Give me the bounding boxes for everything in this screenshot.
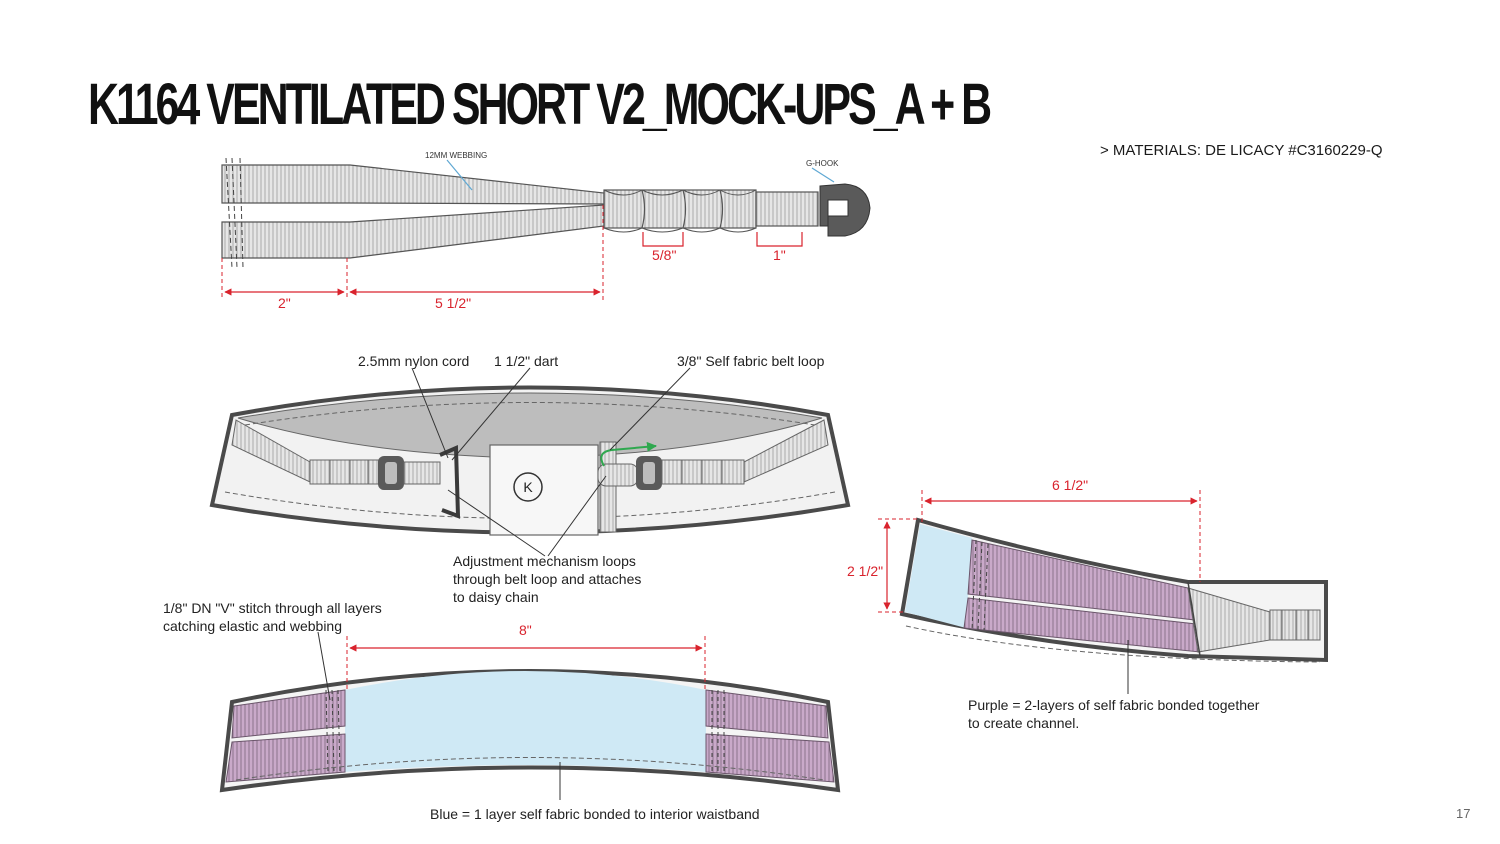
materials-note: > MATERIALS: DE LICACY #C3160229-Q [1100, 142, 1383, 159]
waistband-front: K 2.5mm nylon cord 1 1/2" dart 3/8" Self… [209, 353, 851, 605]
purple-note-line2: to create channel. [968, 715, 1079, 731]
webbing-upper-leg [221, 164, 605, 205]
belt-loop-label: 3/8" Self fabric belt loop [677, 353, 825, 369]
purple-note-line1: Purple = 2-layers of self fabric bonded … [968, 697, 1260, 713]
stitch-note-line2: catching elastic and webbing [163, 618, 342, 634]
slide-title: K1164 VENTILATED SHORT V2_MOCK-UPS_A + B [88, 72, 992, 137]
page-number: 17 [1456, 806, 1471, 821]
dim-side-height: 2 1/2" [847, 563, 883, 579]
center-panel [489, 444, 599, 536]
purple-layer-right [705, 689, 829, 739]
strap-end [755, 191, 819, 227]
dim-left: 2" [278, 295, 291, 311]
g-hook-shape [819, 183, 871, 237]
daisy-chain [603, 189, 757, 229]
dim-interior-width: 8" [519, 622, 532, 638]
strap-diagram: 12MM WEBBING G-HOOK 5/8" 1" 2" 5 1/2" [221, 151, 871, 311]
waistband-interior: 8" 1/8" DN "V" stitch through all layers… [163, 600, 841, 822]
dim-taper: 5 1/2" [435, 295, 471, 311]
dart-label: 1 1/2" dart [494, 353, 558, 369]
logo-badge [513, 472, 543, 502]
cord-label: 2.5mm nylon cord [358, 353, 469, 369]
mechanism-note-line1: Adjustment mechanism loops [453, 553, 636, 569]
dim-loop: 5/8" [652, 247, 676, 263]
g-hook-label: G-HOOK [806, 159, 839, 168]
blue-layer [345, 671, 706, 772]
dim-end: 1" [773, 247, 786, 263]
waistband-side: 6 1/2" 2 1/2" Purple = 2-layers of self … [847, 477, 1328, 731]
blue-note: Blue = 1 layer self fabric bonded to int… [430, 806, 760, 822]
purple-layer-left [231, 689, 346, 739]
mechanism-note-line2: through belt loop and attaches [453, 571, 641, 587]
mechanism-note-line3: to daisy chain [453, 589, 539, 605]
webbing-lower-leg [221, 204, 605, 259]
dim-side-width: 6 1/2" [1052, 477, 1088, 493]
stitch-note-line1: 1/8" DN "V" stitch through all layers [163, 600, 382, 616]
webbing-label: 12MM WEBBING [425, 151, 487, 160]
logo-letter: K [523, 479, 533, 495]
